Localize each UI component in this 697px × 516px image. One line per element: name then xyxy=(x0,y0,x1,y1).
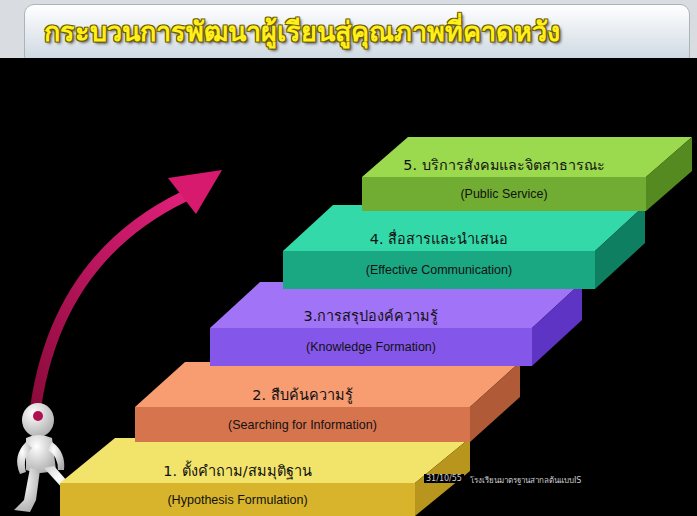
stair-step: 4. สื่อสารและนำเสนอ (Effective Communicat… xyxy=(283,205,645,289)
step-subtitle: (Searching for Information) xyxy=(135,418,470,432)
step-subtitle: (Knowledge Formation) xyxy=(210,340,532,354)
step-subtitle: (Hypothesis Formulation) xyxy=(60,493,415,507)
stair-step: 1. ตั้งคำถาม/สมมุติฐาน (Hypothesis Formul… xyxy=(60,438,470,516)
stair-step: 3.การสรุปองค์ความรู้ (Knowledge Formation… xyxy=(210,282,582,366)
stair-step: 5. บริการสังคมและจิตสาธารณะ (Public Servi… xyxy=(362,137,692,211)
step-title: 4. สื่อสารและนำเสนอ xyxy=(283,227,595,250)
step-title: 2. สืบค้นความรู้ xyxy=(135,383,470,406)
step-subtitle: (Effective Communication) xyxy=(283,263,595,277)
school-note: โรงเรียนมาตรฐานสากลต้นแบบIS xyxy=(468,474,583,487)
step-subtitle: (Public Service) xyxy=(362,187,646,201)
slide-title: กระบวนการพัฒนาผู้เรียนสู่คุณภาพที่คาดหวั… xyxy=(44,10,674,53)
date-note: 31/10/55 xyxy=(424,474,464,483)
step-title: 5. บริการสังคมและจิตสาธารณะ xyxy=(362,154,646,176)
step-title: 1. ตั้งคำถาม/สมมุติฐาน xyxy=(60,459,415,482)
stair-step: 2. สืบค้นความรู้ (Searching for Informati… xyxy=(135,362,520,442)
step-title: 3.การสรุปองค์ความรู้ xyxy=(210,304,532,327)
